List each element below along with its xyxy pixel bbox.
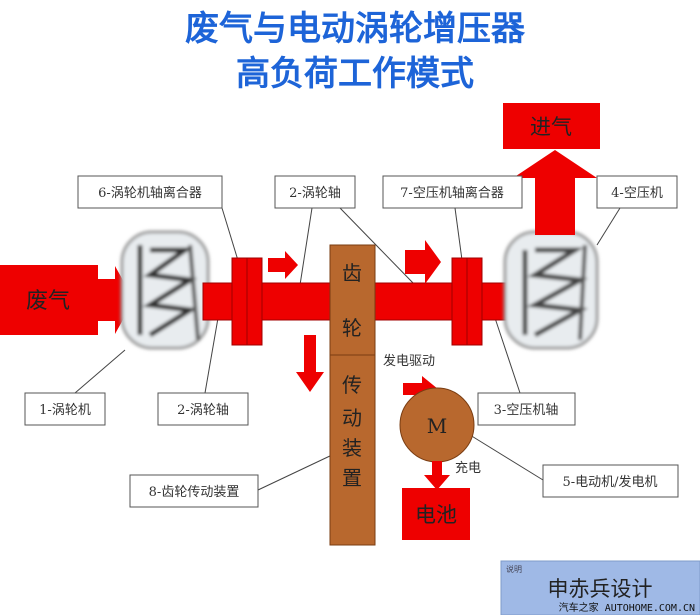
battery-block	[402, 488, 470, 540]
svg-text:申赤兵设计: 申赤兵设计	[548, 577, 653, 601]
gear-text-2: 轮	[342, 316, 362, 340]
label-turbine-clutch: 6-涡轮机轴离合器	[77, 175, 223, 209]
svg-text:4-空压机: 4-空压机	[611, 186, 663, 201]
label-motor-generator: 5-电动机/发电机	[542, 464, 679, 498]
watermark: 说明 申赤兵设计 汽车之家 AUTOHOME.COM.CN	[500, 560, 700, 615]
exhaust-arrow	[98, 266, 134, 334]
title-line1: 废气与电动涡轮增压器	[185, 9, 526, 49]
charge-note: 充电	[455, 460, 481, 476]
gear-text-1: 齿	[342, 261, 362, 285]
compressor-shaft	[371, 282, 509, 321]
label-turbine: 1-涡轮机	[24, 392, 106, 426]
intake-block	[503, 103, 600, 149]
compressor-wheel-icon	[503, 230, 599, 350]
leader-lines	[74, 207, 621, 491]
gear-text-4: 动	[342, 406, 362, 430]
gear-drive-block	[329, 244, 376, 546]
svg-text:说明: 说明	[506, 564, 522, 574]
gear-text-3: 传	[342, 373, 362, 397]
gear-text-6: 置	[342, 466, 362, 490]
turbine-shaft	[202, 282, 334, 321]
intake-arrow-up	[513, 150, 597, 235]
svg-text:2-涡轮轴: 2-涡轮轴	[289, 186, 341, 201]
gear-text-5: 装	[342, 436, 362, 460]
svg-text:6-涡轮机轴离合器: 6-涡轮机轴离合器	[98, 185, 202, 201]
svg-text:3-空压机轴: 3-空压机轴	[494, 403, 559, 418]
label-gear-drive: 8-齿轮传动装置	[129, 474, 259, 508]
battery-text: 电池	[415, 503, 457, 527]
flow-arrow-right-2	[405, 240, 441, 284]
label-compressor-clutch: 7-空压机轴离合器	[382, 175, 523, 209]
flow-arrow-down	[296, 335, 324, 392]
svg-text:2-涡轮轴: 2-涡轮轴	[177, 403, 229, 418]
svg-text:汽车之家 AUTOHOME.COM.CN: 汽车之家 AUTOHOME.COM.CN	[559, 601, 695, 614]
title-line2: 高负荷工作模式	[236, 54, 474, 94]
turbine-wheel-icon	[120, 230, 210, 350]
svg-text:5-电动机/发电机: 5-电动机/发电机	[562, 474, 657, 490]
label-compressor-shaft: 3-空压机轴	[477, 392, 576, 426]
intake-text: 进气	[530, 115, 572, 139]
svg-text:8-齿轮传动装置: 8-齿轮传动装置	[149, 485, 240, 500]
charge-arrow	[424, 461, 450, 490]
motor-text: M	[427, 414, 447, 438]
svg-text:1-涡轮机: 1-涡轮机	[39, 403, 91, 418]
exhaust-text: 废气	[26, 289, 70, 314]
drive-note: 发电驱动	[383, 353, 435, 369]
svg-text:7-空压机轴离合器: 7-空压机轴离合器	[400, 185, 504, 201]
flow-arrow-right-1	[268, 251, 298, 279]
label-turbine-shaft-bottom: 2-涡轮轴	[157, 392, 249, 426]
exhaust-block	[0, 265, 98, 335]
label-turbine-shaft-top: 2-涡轮轴	[274, 175, 356, 209]
label-compressor: 4-空压机	[596, 175, 678, 209]
